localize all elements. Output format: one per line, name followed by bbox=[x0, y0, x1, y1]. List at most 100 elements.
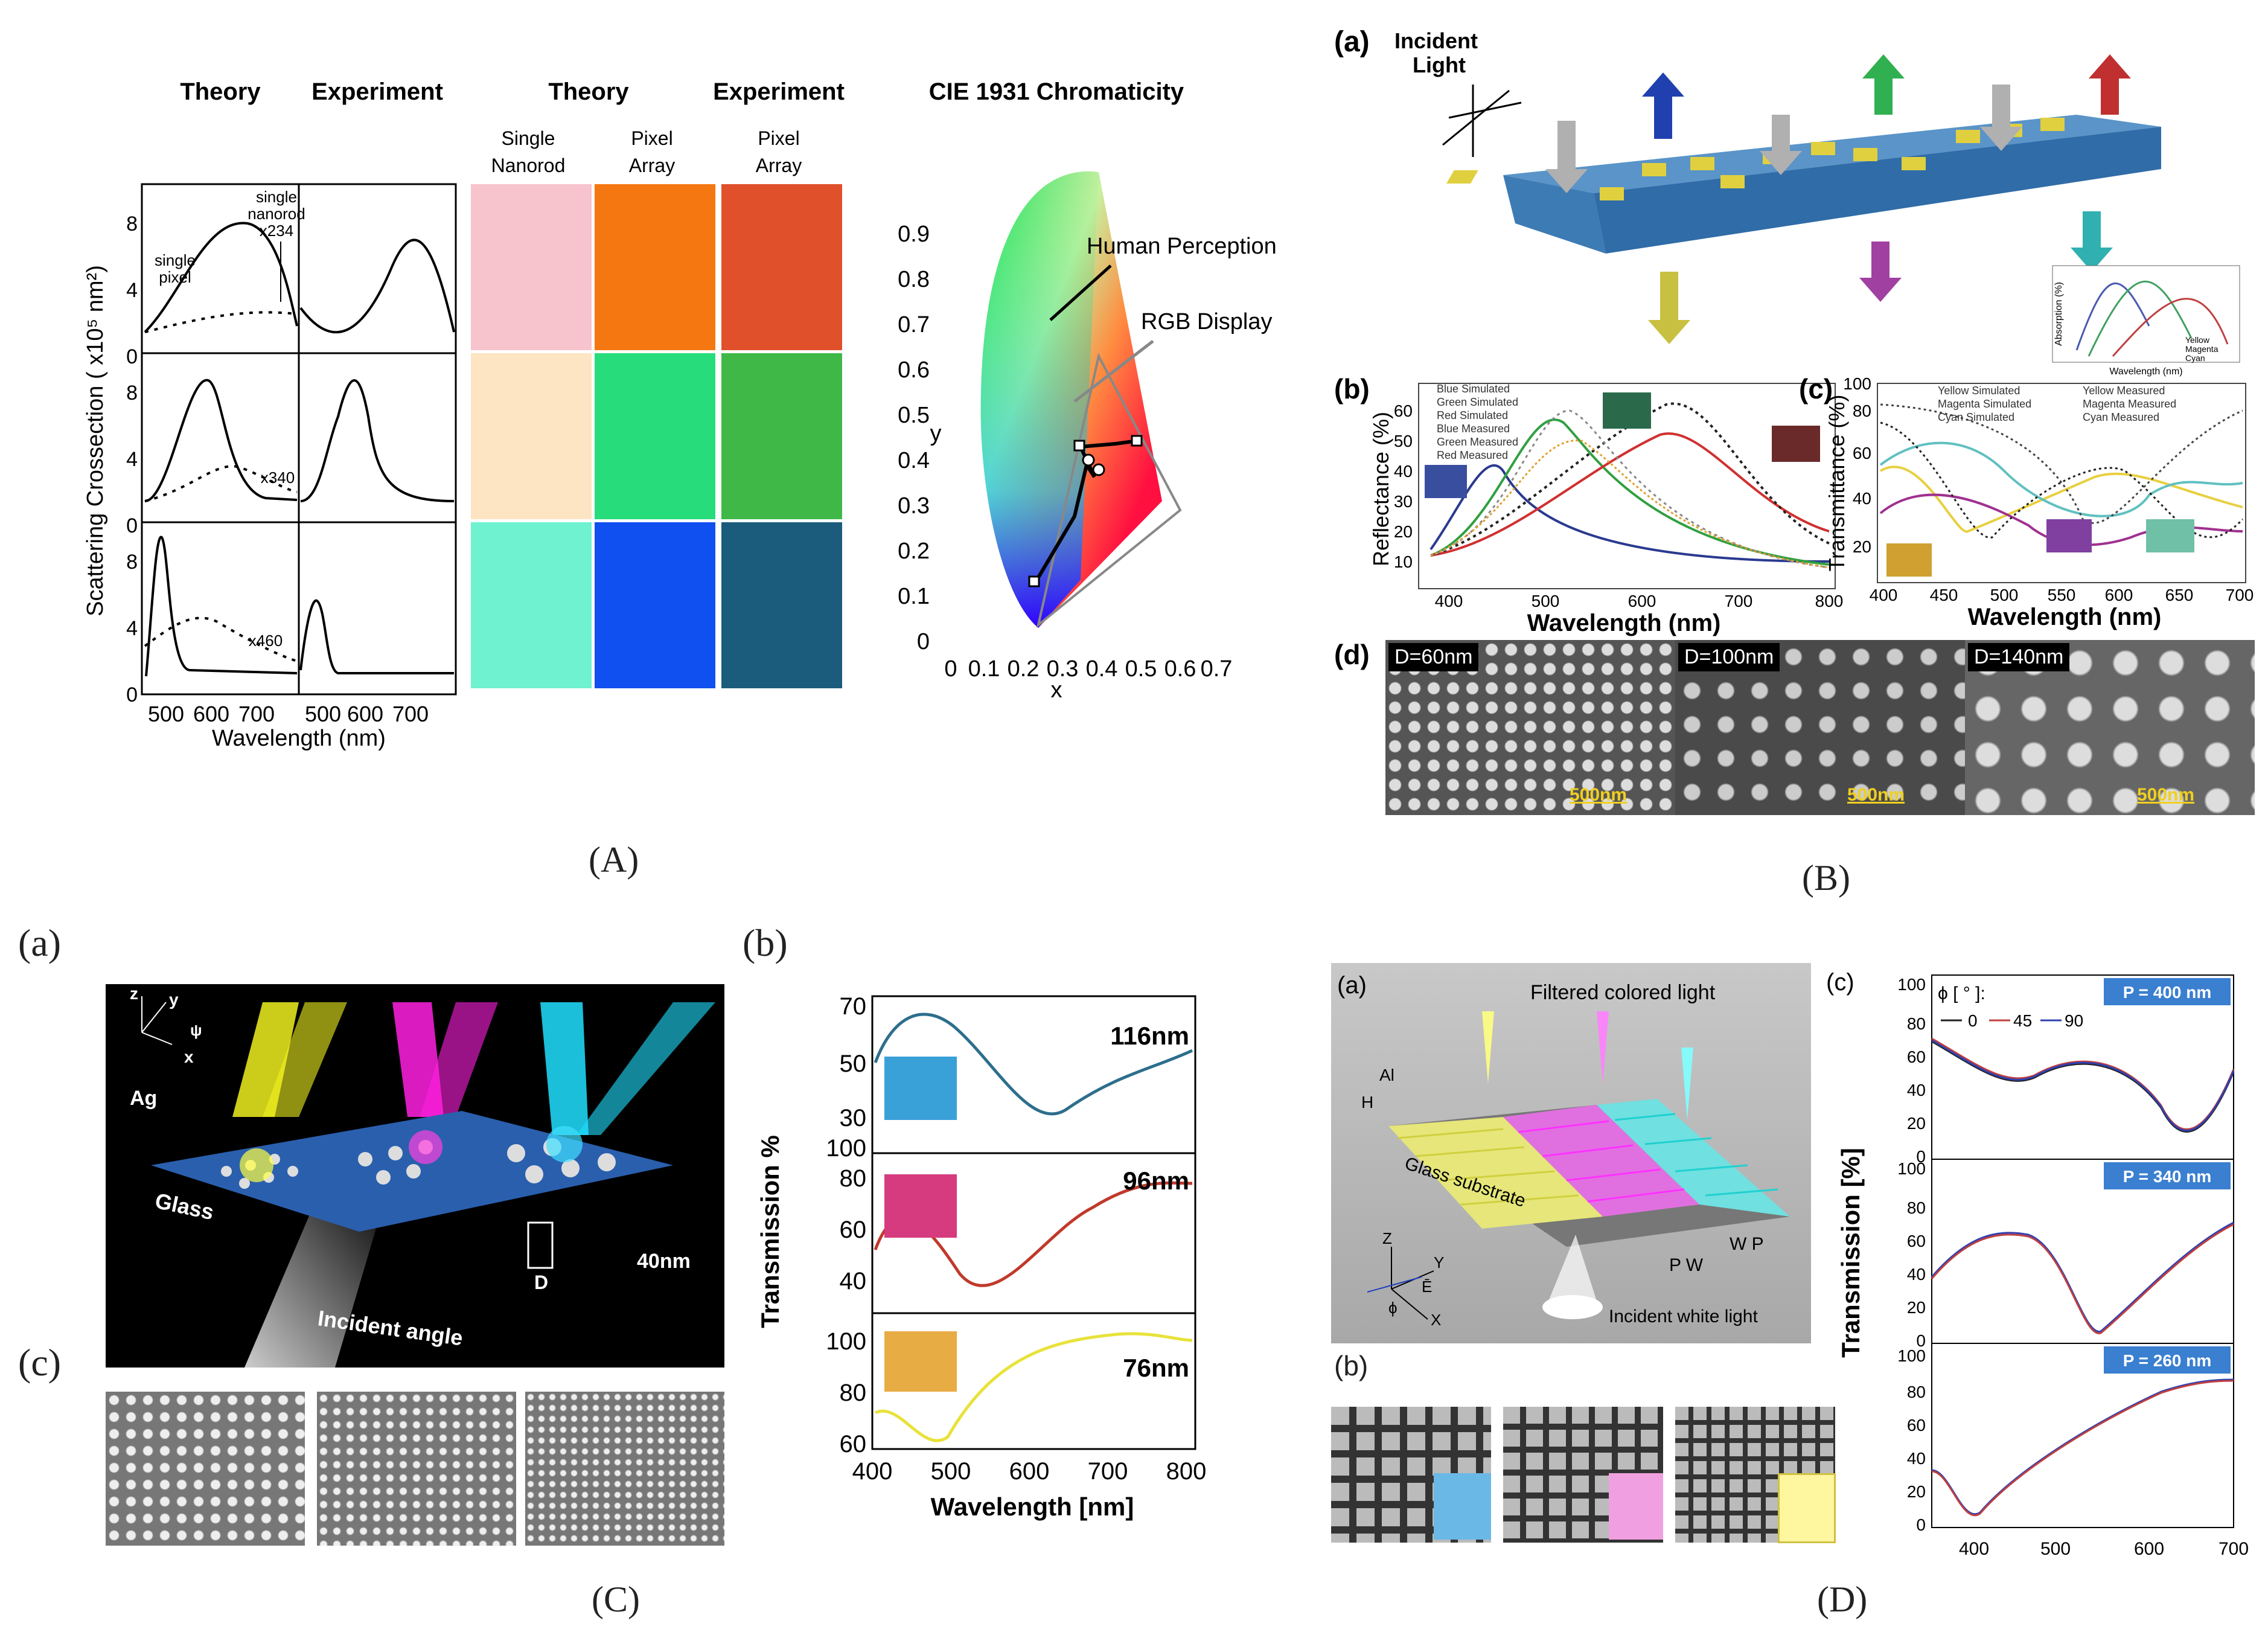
svg-text:Cyan: Cyan bbox=[2185, 353, 2205, 363]
caption-c: (C) bbox=[592, 1579, 640, 1619]
d-swatch-magenta bbox=[1609, 1473, 1663, 1540]
svg-text:600: 600 bbox=[193, 702, 229, 726]
header-experiment-2: Experiment bbox=[713, 78, 845, 105]
theory-curves bbox=[144, 222, 298, 677]
svg-text:100: 100 bbox=[1843, 374, 1871, 393]
annotation-single-pixel: single bbox=[155, 251, 196, 269]
svg-text:400: 400 bbox=[1870, 586, 1898, 604]
svg-text:4: 4 bbox=[126, 279, 138, 302]
svg-text:20: 20 bbox=[1907, 1114, 1926, 1133]
svg-text:P = 260 nm: P = 260 nm bbox=[2123, 1351, 2212, 1370]
svg-text:40: 40 bbox=[840, 1268, 867, 1294]
svg-text:60: 60 bbox=[1394, 402, 1413, 420]
b-label-b: (b) bbox=[1334, 373, 1370, 405]
swatch-r2-c0 bbox=[471, 522, 592, 688]
cie-rgb-display: RGB Display bbox=[1141, 309, 1273, 334]
svg-text:Blue Simulated: Blue Simulated bbox=[1437, 383, 1510, 395]
d-schematic-svg: (a) Filtered colored light Al H Glass su… bbox=[1337, 972, 1790, 1329]
caption-b: (B) bbox=[1802, 858, 1850, 898]
color-swatches bbox=[471, 184, 842, 688]
svg-text:50: 50 bbox=[840, 1051, 867, 1077]
svg-text:Y: Y bbox=[1434, 1253, 1444, 1272]
svg-text:500: 500 bbox=[305, 702, 341, 726]
svg-text:X: X bbox=[1431, 1311, 1441, 1329]
svg-text:8: 8 bbox=[126, 382, 138, 405]
curve-116nm bbox=[874, 1013, 1193, 1116]
svg-text:100: 100 bbox=[826, 1135, 866, 1162]
svg-text:Absorption (%): Absorption (%) bbox=[2054, 282, 2064, 346]
svg-text:Transmission [%]: Transmission [%] bbox=[1836, 1148, 1865, 1358]
svg-text:0: 0 bbox=[1916, 1515, 1926, 1534]
axes-glyph bbox=[1442, 85, 1522, 157]
d-label-a: (a) bbox=[1337, 972, 1367, 999]
sem-label-d100: D=100nm bbox=[1678, 643, 1780, 671]
svg-text:Magenta: Magenta bbox=[2185, 344, 2218, 354]
svg-text:400: 400 bbox=[1959, 1539, 1989, 1559]
swatch-116nm bbox=[884, 1057, 957, 1120]
a-xlabel: Wavelength (nm) bbox=[212, 726, 386, 751]
svg-text:y: y bbox=[169, 990, 179, 1009]
svg-text:0.5: 0.5 bbox=[1125, 656, 1157, 682]
svg-text:600: 600 bbox=[1009, 1458, 1050, 1485]
svg-text:600: 600 bbox=[2134, 1539, 2164, 1559]
subheader-pixel-array-2: Array bbox=[629, 155, 675, 176]
svg-text:100: 100 bbox=[1897, 975, 1926, 994]
svg-text:Reflectance (%): Reflectance (%) bbox=[1369, 412, 1393, 566]
annotation-single-nanorod: single bbox=[256, 188, 297, 206]
d-swatch-yellow bbox=[1778, 1473, 1836, 1543]
svg-text:800: 800 bbox=[1815, 592, 1844, 610]
svg-text:600: 600 bbox=[347, 702, 383, 726]
svg-text:0.1: 0.1 bbox=[968, 656, 1000, 682]
d-filtered-label: Filtered colored light bbox=[1530, 981, 1716, 1004]
rgb-triangle bbox=[1036, 353, 1182, 629]
swatch-r1-c2 bbox=[721, 353, 842, 519]
svg-text:0.6: 0.6 bbox=[1164, 656, 1196, 682]
d-incident-label: Incident white light bbox=[1609, 1307, 1758, 1326]
d-wp-label: W P bbox=[1730, 1234, 1764, 1254]
svg-text:ϕ [ ° ]:: ϕ [ ° ]: bbox=[1938, 984, 1985, 1003]
svg-text:z: z bbox=[130, 984, 138, 1003]
header-experiment-1: Experiment bbox=[311, 78, 443, 105]
svg-text:0.5: 0.5 bbox=[898, 403, 930, 428]
label-76nm: 76nm bbox=[1123, 1354, 1189, 1382]
svg-text:40: 40 bbox=[1853, 489, 1871, 508]
svg-text:Yellow Simulated: Yellow Simulated bbox=[1938, 385, 2020, 397]
b-incident-light: Incident bbox=[1394, 28, 1478, 53]
svg-text:30: 30 bbox=[840, 1105, 867, 1131]
svg-text:90: 90 bbox=[2065, 1011, 2083, 1030]
swatch-76nm bbox=[884, 1331, 957, 1392]
b-label-c: (c) bbox=[1799, 373, 1833, 405]
svg-text:Z: Z bbox=[1382, 1229, 1392, 1247]
svg-text:40: 40 bbox=[1907, 1449, 1926, 1468]
svg-text:70: 70 bbox=[840, 993, 867, 1020]
svg-text:80: 80 bbox=[1907, 1014, 1926, 1033]
d-h-label: H bbox=[1361, 1093, 1373, 1112]
svg-text:8: 8 bbox=[126, 551, 138, 574]
svg-text:4: 4 bbox=[126, 617, 138, 640]
svg-text:60: 60 bbox=[840, 1431, 867, 1457]
cie-human-perception: Human Perception bbox=[1087, 234, 1277, 259]
svg-text:100: 100 bbox=[1897, 1159, 1926, 1178]
svg-text:700: 700 bbox=[1088, 1458, 1128, 1485]
yellow-ref bbox=[1430, 440, 1830, 569]
absorption-inset: Absorption (%) Wavelength (nm) Yellow Ma… bbox=[2052, 265, 2240, 377]
svg-text:Wavelength [nm]: Wavelength [nm] bbox=[931, 1492, 1134, 1521]
svg-text:Wavelength (nm): Wavelength (nm) bbox=[2109, 366, 2182, 377]
svg-text:50: 50 bbox=[1394, 432, 1413, 450]
header-cie: CIE 1931 Chromaticity bbox=[929, 78, 1184, 105]
svg-text:Red Measured: Red Measured bbox=[1437, 449, 1508, 461]
svg-text:0: 0 bbox=[126, 345, 138, 368]
svg-text:0: 0 bbox=[1968, 1011, 1978, 1030]
svg-text:60: 60 bbox=[1907, 1048, 1926, 1066]
c-label-h: 40nm bbox=[637, 1250, 691, 1273]
svg-text:x: x bbox=[184, 1048, 194, 1066]
svg-text:Transmission %: Transmission % bbox=[756, 1135, 784, 1328]
c-label-d: D bbox=[534, 1272, 548, 1293]
svg-text:0: 0 bbox=[126, 514, 138, 537]
subheader-pixel-array-exp-2: Array bbox=[756, 155, 802, 176]
